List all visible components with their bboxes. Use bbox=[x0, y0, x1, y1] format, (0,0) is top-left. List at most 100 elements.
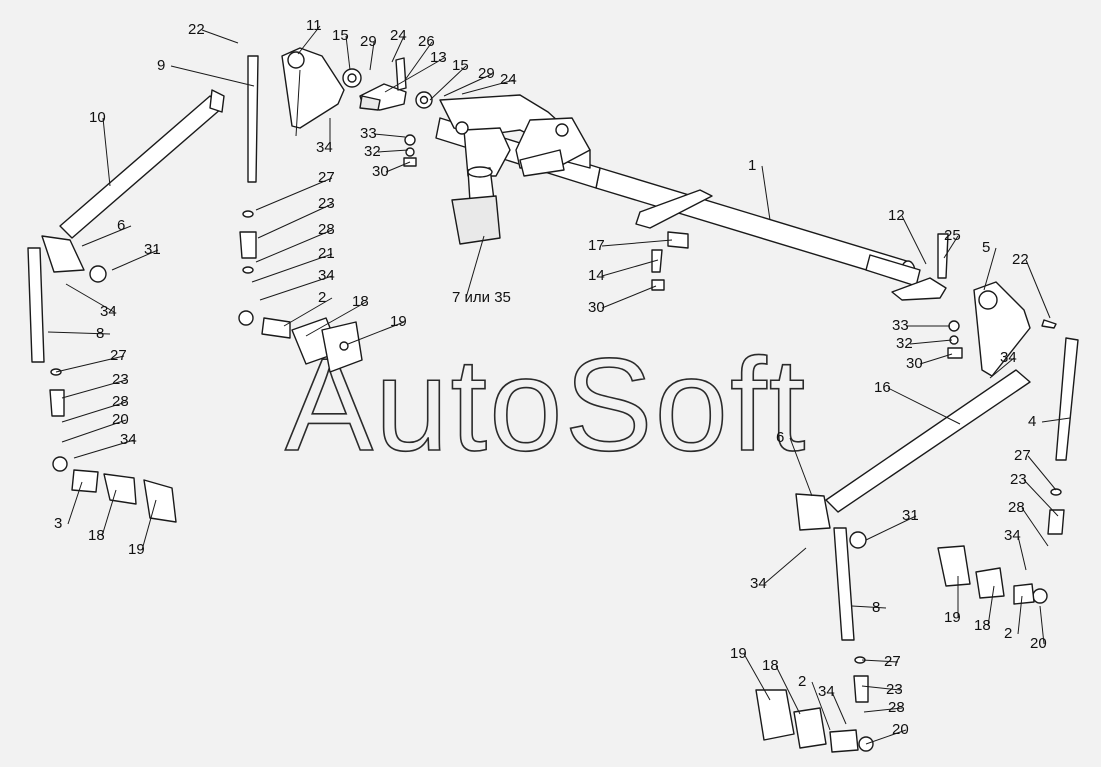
leader-line bbox=[255, 229, 333, 263]
leader-line bbox=[861, 659, 899, 663]
part-callout-lbl-34h: 34 bbox=[818, 683, 835, 700]
leader-line bbox=[861, 685, 901, 691]
part-callout-lbl-26: 26 bbox=[418, 33, 435, 50]
hydraulic-cylinder bbox=[451, 166, 501, 245]
part-callout-lbl-15b: 15 bbox=[452, 57, 469, 74]
part-callout-lbl-28a: 28 bbox=[318, 221, 335, 238]
leader-line bbox=[601, 259, 659, 277]
leader-line bbox=[983, 247, 997, 291]
leader-line bbox=[461, 79, 515, 95]
part-callout-lbl-13: 13 bbox=[430, 49, 447, 66]
vertical-rod-8-right bbox=[755, 527, 874, 753]
part-callout-lbl-2b: 2 bbox=[1004, 625, 1012, 642]
leader-line bbox=[73, 439, 135, 459]
leader-line bbox=[1041, 417, 1071, 423]
main-shaft bbox=[435, 117, 921, 287]
part-callout-lbl-7: 7 или 35 bbox=[452, 289, 511, 306]
part-callout-lbl-30b: 30 bbox=[588, 299, 605, 316]
part-callout-lbl-34e: 34 bbox=[1000, 349, 1017, 366]
leader-line bbox=[775, 665, 801, 715]
leader-line bbox=[347, 321, 405, 345]
leader-line bbox=[297, 25, 321, 55]
leader-line bbox=[201, 29, 239, 44]
leader-line bbox=[429, 65, 467, 101]
leader-line bbox=[1023, 479, 1059, 517]
part-callout-lbl-27b: 27 bbox=[110, 347, 127, 364]
part-callout-lbl-9: 9 bbox=[157, 57, 165, 74]
leader-line bbox=[101, 489, 117, 537]
leader-line bbox=[67, 481, 83, 525]
part-callout-lbl-31a: 31 bbox=[144, 241, 161, 258]
leader-line bbox=[384, 57, 445, 93]
part-callout-lbl-34b: 34 bbox=[318, 267, 335, 284]
diagonal-link-10 bbox=[41, 89, 225, 283]
part-callout-lbl-33a: 33 bbox=[360, 125, 377, 142]
leader-line bbox=[863, 707, 903, 713]
leader-line bbox=[865, 729, 907, 745]
leader-line bbox=[761, 165, 771, 221]
part-callout-lbl-18b: 18 bbox=[88, 527, 105, 544]
leader-line bbox=[377, 149, 409, 153]
bracket-13 bbox=[342, 57, 433, 167]
leader-line bbox=[55, 355, 125, 373]
leader-line bbox=[81, 225, 132, 247]
leader-line bbox=[1039, 605, 1045, 645]
part-callout-lbl-19c: 19 bbox=[944, 609, 961, 626]
part-callout-lbl-31b: 31 bbox=[902, 507, 919, 524]
leader-line bbox=[909, 339, 953, 345]
part-callout-lbl-34a: 34 bbox=[316, 139, 333, 156]
leader-line bbox=[61, 401, 127, 423]
bracket-12 bbox=[891, 233, 963, 359]
part-callout-lbl-19a: 19 bbox=[390, 313, 407, 330]
part-callout-lbl-29a: 29 bbox=[360, 33, 377, 50]
leader-line bbox=[743, 653, 771, 701]
callout-leaders bbox=[47, 25, 1071, 745]
part-callout-lbl-6a: 6 bbox=[117, 217, 125, 234]
leader-line bbox=[47, 331, 111, 335]
part-callout-lbl-20c: 20 bbox=[892, 721, 909, 738]
part-callout-lbl-18c: 18 bbox=[974, 617, 991, 634]
leader-line bbox=[305, 301, 367, 337]
part-callout-lbl-1: 1 bbox=[748, 157, 756, 174]
central-bracket bbox=[439, 94, 591, 177]
part-callout-lbl-34f: 34 bbox=[1004, 527, 1021, 544]
leader-line bbox=[141, 499, 157, 551]
leader-line bbox=[443, 73, 493, 97]
part-callout-lbl-34c: 34 bbox=[100, 303, 117, 320]
part-callout-lbl-30a: 30 bbox=[372, 163, 389, 180]
leader-line bbox=[61, 379, 127, 399]
part-callout-lbl-19d: 19 bbox=[730, 645, 747, 662]
leader-line bbox=[763, 547, 807, 585]
part-callout-lbl-32a: 32 bbox=[364, 143, 381, 160]
leader-line bbox=[65, 283, 115, 313]
part-callout-lbl-8b: 8 bbox=[872, 599, 880, 616]
leader-line bbox=[369, 41, 375, 71]
leader-line bbox=[789, 437, 813, 497]
part-callout-lbl-32b: 32 bbox=[896, 335, 913, 352]
part-callout-lbl-11: 11 bbox=[306, 17, 322, 34]
leader-line bbox=[170, 65, 255, 87]
part-callout-lbl-27a: 27 bbox=[318, 169, 335, 186]
part-callout-lbl-21: 21 bbox=[318, 245, 335, 262]
leader-line bbox=[601, 239, 673, 247]
leader-line bbox=[404, 41, 433, 81]
leader-line bbox=[102, 117, 111, 187]
part-callout-lbl-18a: 18 bbox=[352, 293, 369, 310]
part-callout-lbl-33b: 33 bbox=[892, 317, 909, 334]
diagonal-link-16 bbox=[795, 369, 1031, 549]
leader-line bbox=[391, 35, 405, 63]
part-callout-lbl-20a: 20 bbox=[112, 411, 129, 428]
leader-line bbox=[601, 285, 657, 309]
leader-line bbox=[919, 353, 953, 365]
leader-line bbox=[887, 387, 961, 425]
part-callout-lbl-28c: 28 bbox=[1008, 499, 1025, 516]
part-callout-lbl-23c: 23 bbox=[1010, 471, 1027, 488]
part-callout-lbl-8a: 8 bbox=[96, 325, 104, 342]
leader-line bbox=[465, 235, 485, 299]
leader-line bbox=[385, 161, 411, 173]
part-callout-lbl-22a: 22 bbox=[188, 21, 205, 38]
leader-line bbox=[255, 177, 333, 211]
leader-line bbox=[901, 215, 927, 265]
